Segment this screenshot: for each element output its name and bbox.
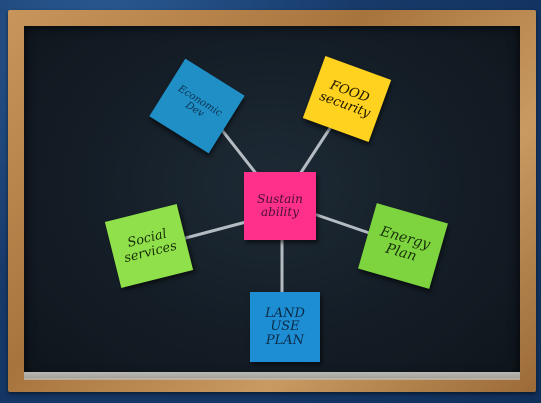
note-social-services-text: Social services — [122, 226, 179, 267]
note-sustainability: Sustain ability — [244, 172, 316, 240]
line-to-food — [298, 120, 336, 176]
chalk-tray — [24, 372, 520, 380]
note-sustainability-text: Sustain ability — [257, 192, 303, 219]
note-land-use-plan: LAND USE PLAN — [250, 292, 320, 362]
note-land-use-plan-text: LAND USE PLAN — [265, 305, 305, 348]
note-energy-plan-text: Energy Plan — [378, 223, 432, 265]
line-to-social — [176, 220, 248, 242]
note-economic-dev-text: Economic Dev — [176, 83, 225, 120]
note-food-security-text: FOOD security — [317, 78, 373, 122]
